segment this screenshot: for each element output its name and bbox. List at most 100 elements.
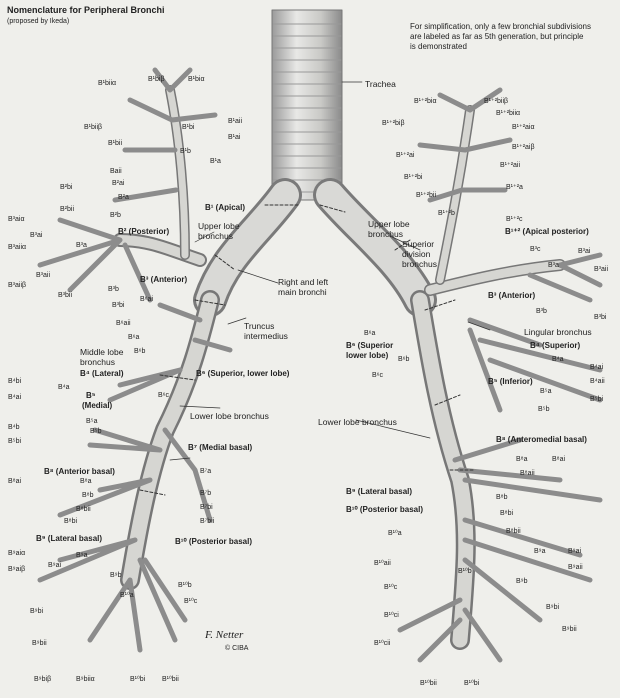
sublabel-l21: B⁶b xyxy=(398,356,409,363)
sublabel-l23: B⁴a xyxy=(552,356,564,363)
sublabel-r42: B⁸ai xyxy=(8,478,21,485)
sublabel-r18: B³ai xyxy=(30,232,42,239)
sublabel-l44: B⁹bi xyxy=(546,604,559,611)
label-middle-lobe-2: bronchus xyxy=(80,358,115,367)
sublabel-r3: B¹biα xyxy=(188,76,205,83)
label-lower-lobe-left: Lower lobe bronchus xyxy=(318,418,397,427)
sublabel-r1: B¹biiα xyxy=(98,80,116,87)
sublabel-r32: B⁴ai xyxy=(8,394,21,401)
sublabel-l15: B³ai xyxy=(578,248,590,255)
label-trachea: Trachea xyxy=(365,80,396,89)
left-lung-branches xyxy=(400,90,600,660)
sublabel-r47: B⁹aiα xyxy=(8,550,25,557)
sublabel-r37: B⁵b xyxy=(90,428,101,435)
sublabel-r12: B²ai xyxy=(112,180,124,187)
sublabel-l35: B⁹a xyxy=(534,548,546,555)
sublabel-r13: B²a xyxy=(118,194,129,201)
label-upper-lobe-right-1: Upper lobe xyxy=(198,222,240,231)
sublabel-l27: B⁵bi xyxy=(590,396,603,403)
label-main-bronchi-1: Right and left xyxy=(278,278,328,287)
sublabel-l12: B¹⁺²b xyxy=(438,210,455,217)
figure-note-line2: are labeled as far as 5th generation, bu… xyxy=(410,32,583,41)
segment-b3-anterior: B³ (Anterior) xyxy=(140,276,187,284)
sublabel-l19: B³bi xyxy=(594,314,606,321)
sublabel-l20: B⁶a xyxy=(364,330,375,337)
sublabel-r20: B³aiiα xyxy=(8,244,26,251)
sublabel-l26: B⁵a xyxy=(540,388,551,395)
sublabel-l40: B¹⁰b xyxy=(458,568,472,575)
sublabel-l5: B¹⁺²aiα xyxy=(512,124,535,131)
sublabel-r28: B⁶a xyxy=(128,334,139,341)
sublabel-r40: B⁷bi xyxy=(200,504,213,511)
sublabel-l11: B¹⁺²bii xyxy=(416,192,436,199)
sublabel-r6: B¹aii xyxy=(228,118,242,125)
sublabel-r11: Baii xyxy=(110,168,122,175)
segment-l-b6-superior-1: B⁶ (Superior xyxy=(346,342,393,350)
sublabel-l34: B⁸bii xyxy=(506,528,521,535)
sublabel-r7: B¹ai xyxy=(228,134,240,141)
sublabel-r55: B¹⁰c xyxy=(184,598,197,605)
sublabel-r48: B⁹aiβ xyxy=(8,566,25,573)
sublabel-r26: B⁶ai xyxy=(140,296,153,303)
segment-b9-lateral-basal: B⁹ (Lateral basal) xyxy=(36,535,102,543)
sublabel-l6: B¹⁺²aiβ xyxy=(512,144,535,151)
label-truncus-1: Truncus xyxy=(244,322,274,331)
segment-l-b6-superior-2: lower lobe) xyxy=(346,352,388,360)
sublabel-r31: B⁴a xyxy=(58,384,70,391)
label-superior-division-3: bronchus xyxy=(402,260,437,269)
sublabel-l14: B³c xyxy=(530,246,541,253)
sublabel-r4: B¹biiβ xyxy=(84,124,102,131)
sublabel-r24: B³b xyxy=(108,286,119,293)
sublabel-l10: B¹⁺²a xyxy=(506,184,523,191)
sublabel-l33: B⁸bi xyxy=(500,510,513,517)
sublabel-l41: B¹⁰c xyxy=(384,584,397,591)
segment-b6-superior-lower: B⁶ (Superior, lower lobe) xyxy=(196,370,289,378)
label-truncus-2: intermedius xyxy=(244,332,288,341)
label-main-bronchi-2: main bronchi xyxy=(278,288,327,297)
sublabel-r17: B³aiα xyxy=(8,216,25,223)
segment-b7-medial-basal: B⁷ (Medial basal) xyxy=(188,444,252,452)
sublabel-r49: B⁹a xyxy=(76,552,88,559)
sublabel-r8: B¹bii xyxy=(108,140,122,147)
sublabel-l25: B⁴aii xyxy=(590,378,605,385)
sublabel-l43: B¹⁰ci xyxy=(384,612,399,619)
sublabel-r27: B⁶aii xyxy=(116,320,131,327)
sublabel-l13: B¹⁺²c xyxy=(506,216,523,223)
trachea-shape xyxy=(272,10,342,200)
sublabel-r58: B⁹biiα xyxy=(76,676,95,683)
label-upper-lobe-left-2: bronchus xyxy=(368,230,403,239)
label-upper-lobe-right-2: bronchus xyxy=(198,232,233,241)
sublabel-r45: B⁸bii xyxy=(76,506,91,513)
figure-note-line3: is demonstrated xyxy=(410,42,467,51)
segment-b10-posterior-basal: B¹⁰ (Posterior basal) xyxy=(175,538,252,546)
figure-note-line1: For simplification, only a few bronchial… xyxy=(410,22,591,31)
sublabel-r19: B³a xyxy=(76,242,87,249)
sublabel-l31: B⁸aii xyxy=(520,470,535,477)
sublabel-r59: B¹⁰bi xyxy=(130,676,145,683)
sublabel-l48: B¹⁰bi xyxy=(464,680,479,687)
sublabel-l36: B⁹ai xyxy=(568,548,581,555)
sublabel-l17: B³aii xyxy=(594,266,608,273)
sublabel-r34: B⁶c xyxy=(158,392,169,399)
sublabel-l38: B¹⁰a xyxy=(388,530,402,537)
sublabel-r38: B⁷a xyxy=(200,468,211,475)
segment-b5-medial-1: B⁵ xyxy=(86,392,96,400)
sublabel-r53: B¹⁰b xyxy=(178,582,192,589)
label-middle-lobe-1: Middle lobe xyxy=(80,348,123,357)
sublabel-r56: B⁹bii xyxy=(32,640,47,647)
sublabel-r2: B¹biβ xyxy=(148,76,164,83)
sublabel-l22: B⁶c xyxy=(372,372,383,379)
figure-title: Nomenclature for Peripheral Bronchi xyxy=(7,6,165,15)
sublabel-l32: B⁸b xyxy=(496,494,508,501)
sublabel-r44: B⁸b xyxy=(82,492,94,499)
right-lung-branches xyxy=(40,70,230,650)
sublabel-r43: B⁸a xyxy=(80,478,92,485)
sublabel-r39: B⁷b xyxy=(200,490,211,497)
sublabel-r15: B²bii xyxy=(60,206,74,213)
segment-l-b12-apical-posterior: B¹⁺² (Apical posterior) xyxy=(505,228,589,236)
sublabel-l8: B¹⁺²aii xyxy=(500,162,520,169)
sublabel-l24: B⁴ai xyxy=(590,364,603,371)
sublabel-l18: B³b xyxy=(536,308,547,315)
segment-l-b10-posterior: B¹⁰ (Posterior basal) xyxy=(346,506,423,514)
segment-l-b9-lateral: B⁹ (Lateral basal) xyxy=(346,488,412,496)
